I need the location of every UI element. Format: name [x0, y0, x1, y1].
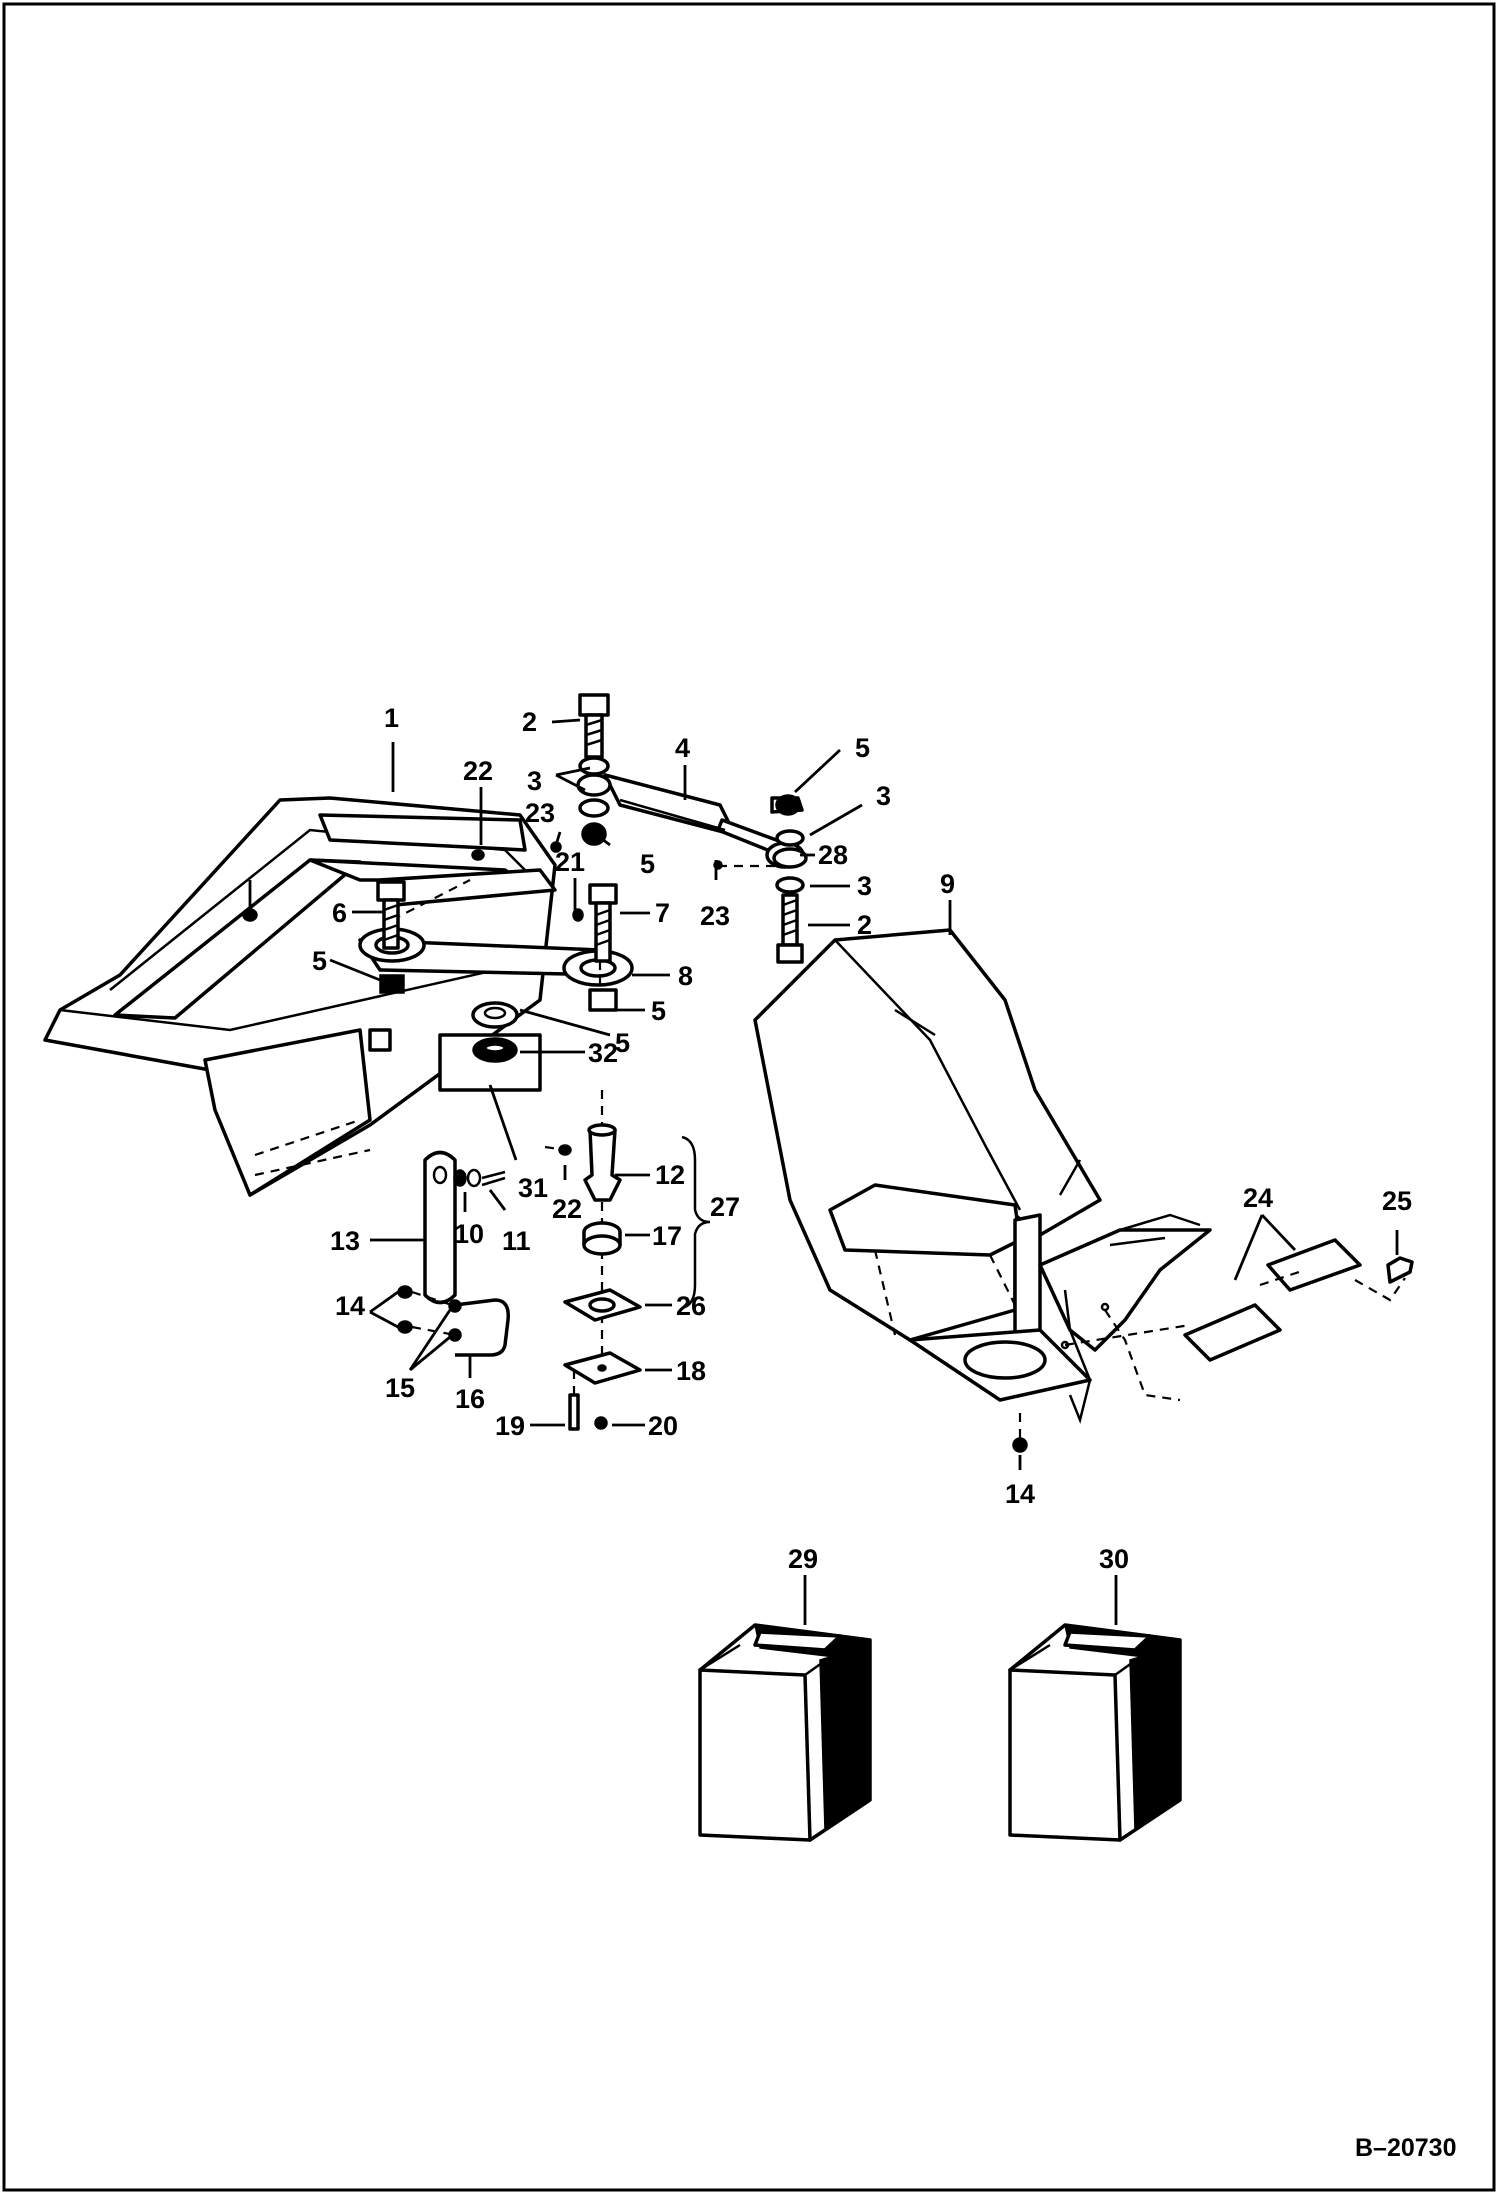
callout-17: 17 [652, 1221, 682, 1251]
callout-3-right: 3 [857, 871, 872, 901]
block-30 [1008, 1623, 1182, 1842]
callout-28: 28 [818, 840, 848, 870]
callout-5-washer: 5 [615, 1028, 630, 1058]
block-29 [698, 1623, 872, 1842]
callout-14-left: 14 [335, 1291, 365, 1321]
bolt-2-upper [578, 693, 610, 759]
callout-9: 9 [940, 869, 955, 899]
callout-3-top-right: 3 [876, 781, 891, 811]
callout-8: 8 [678, 961, 693, 991]
bolt-6 [376, 880, 406, 950]
pin-21 [572, 908, 584, 922]
callout-22-top: 22 [463, 756, 493, 786]
callout-25: 25 [1382, 1186, 1412, 1216]
callout-21: 21 [555, 847, 585, 877]
callout-30: 30 [1099, 1544, 1129, 1574]
callout-22-lower: 22 [552, 1194, 582, 1224]
callout-24: 24 [1243, 1183, 1273, 1213]
callout-2-right: 2 [857, 910, 872, 940]
callouts: 1 2 22 3 4 5 3 23 5 28 21 3 6 7 23 2 9 5… [312, 703, 1412, 1574]
callout-5-mid: 5 [640, 849, 655, 879]
nut-5-lower-right [588, 988, 618, 1012]
callout-16: 16 [455, 1384, 485, 1414]
callout-23-left: 23 [525, 798, 555, 828]
callout-5-lower: 5 [651, 996, 666, 1026]
callout-32: 32 [588, 1038, 618, 1068]
figure-reference: B–20730 [1355, 2134, 1456, 2162]
callout-29: 29 [788, 1544, 818, 1574]
part-4-gas-spring [603, 773, 805, 869]
callout-14-right: 14 [1005, 1479, 1035, 1509]
callout-13: 13 [330, 1226, 360, 1256]
part-9-cover-housing [753, 928, 1212, 1453]
callout-18: 18 [676, 1356, 706, 1386]
callout-6: 6 [332, 898, 347, 928]
callout-3-top: 3 [527, 766, 542, 796]
callout-1: 1 [384, 703, 399, 733]
pads-24 [1064, 1238, 1414, 1402]
callout-19: 19 [495, 1411, 525, 1441]
washers-5-32 [471, 1001, 519, 1063]
leader-lines [329, 718, 1399, 1625]
callout-31: 31 [518, 1173, 548, 1203]
bolt-7 [588, 883, 618, 963]
callout-7: 7 [655, 898, 670, 928]
bracket-13 [397, 1150, 510, 1357]
callout-27: 27 [710, 1192, 740, 1222]
pivot-assembly-27 [544, 1090, 642, 1431]
callout-2-top: 2 [522, 707, 537, 737]
callout-26: 26 [676, 1291, 706, 1321]
nut-5-lower-left [379, 974, 405, 994]
callout-11: 11 [502, 1226, 531, 1256]
spring-lower-hardware [713, 794, 808, 964]
callout-15: 15 [385, 1373, 415, 1403]
callout-12: 12 [655, 1160, 685, 1190]
callout-5-top-right: 5 [855, 733, 870, 763]
callout-20: 20 [648, 1411, 678, 1441]
callout-5-left: 5 [312, 946, 327, 976]
callout-23-right: 23 [700, 901, 730, 931]
callout-4: 4 [675, 733, 690, 763]
callout-10: 10 [454, 1219, 484, 1249]
